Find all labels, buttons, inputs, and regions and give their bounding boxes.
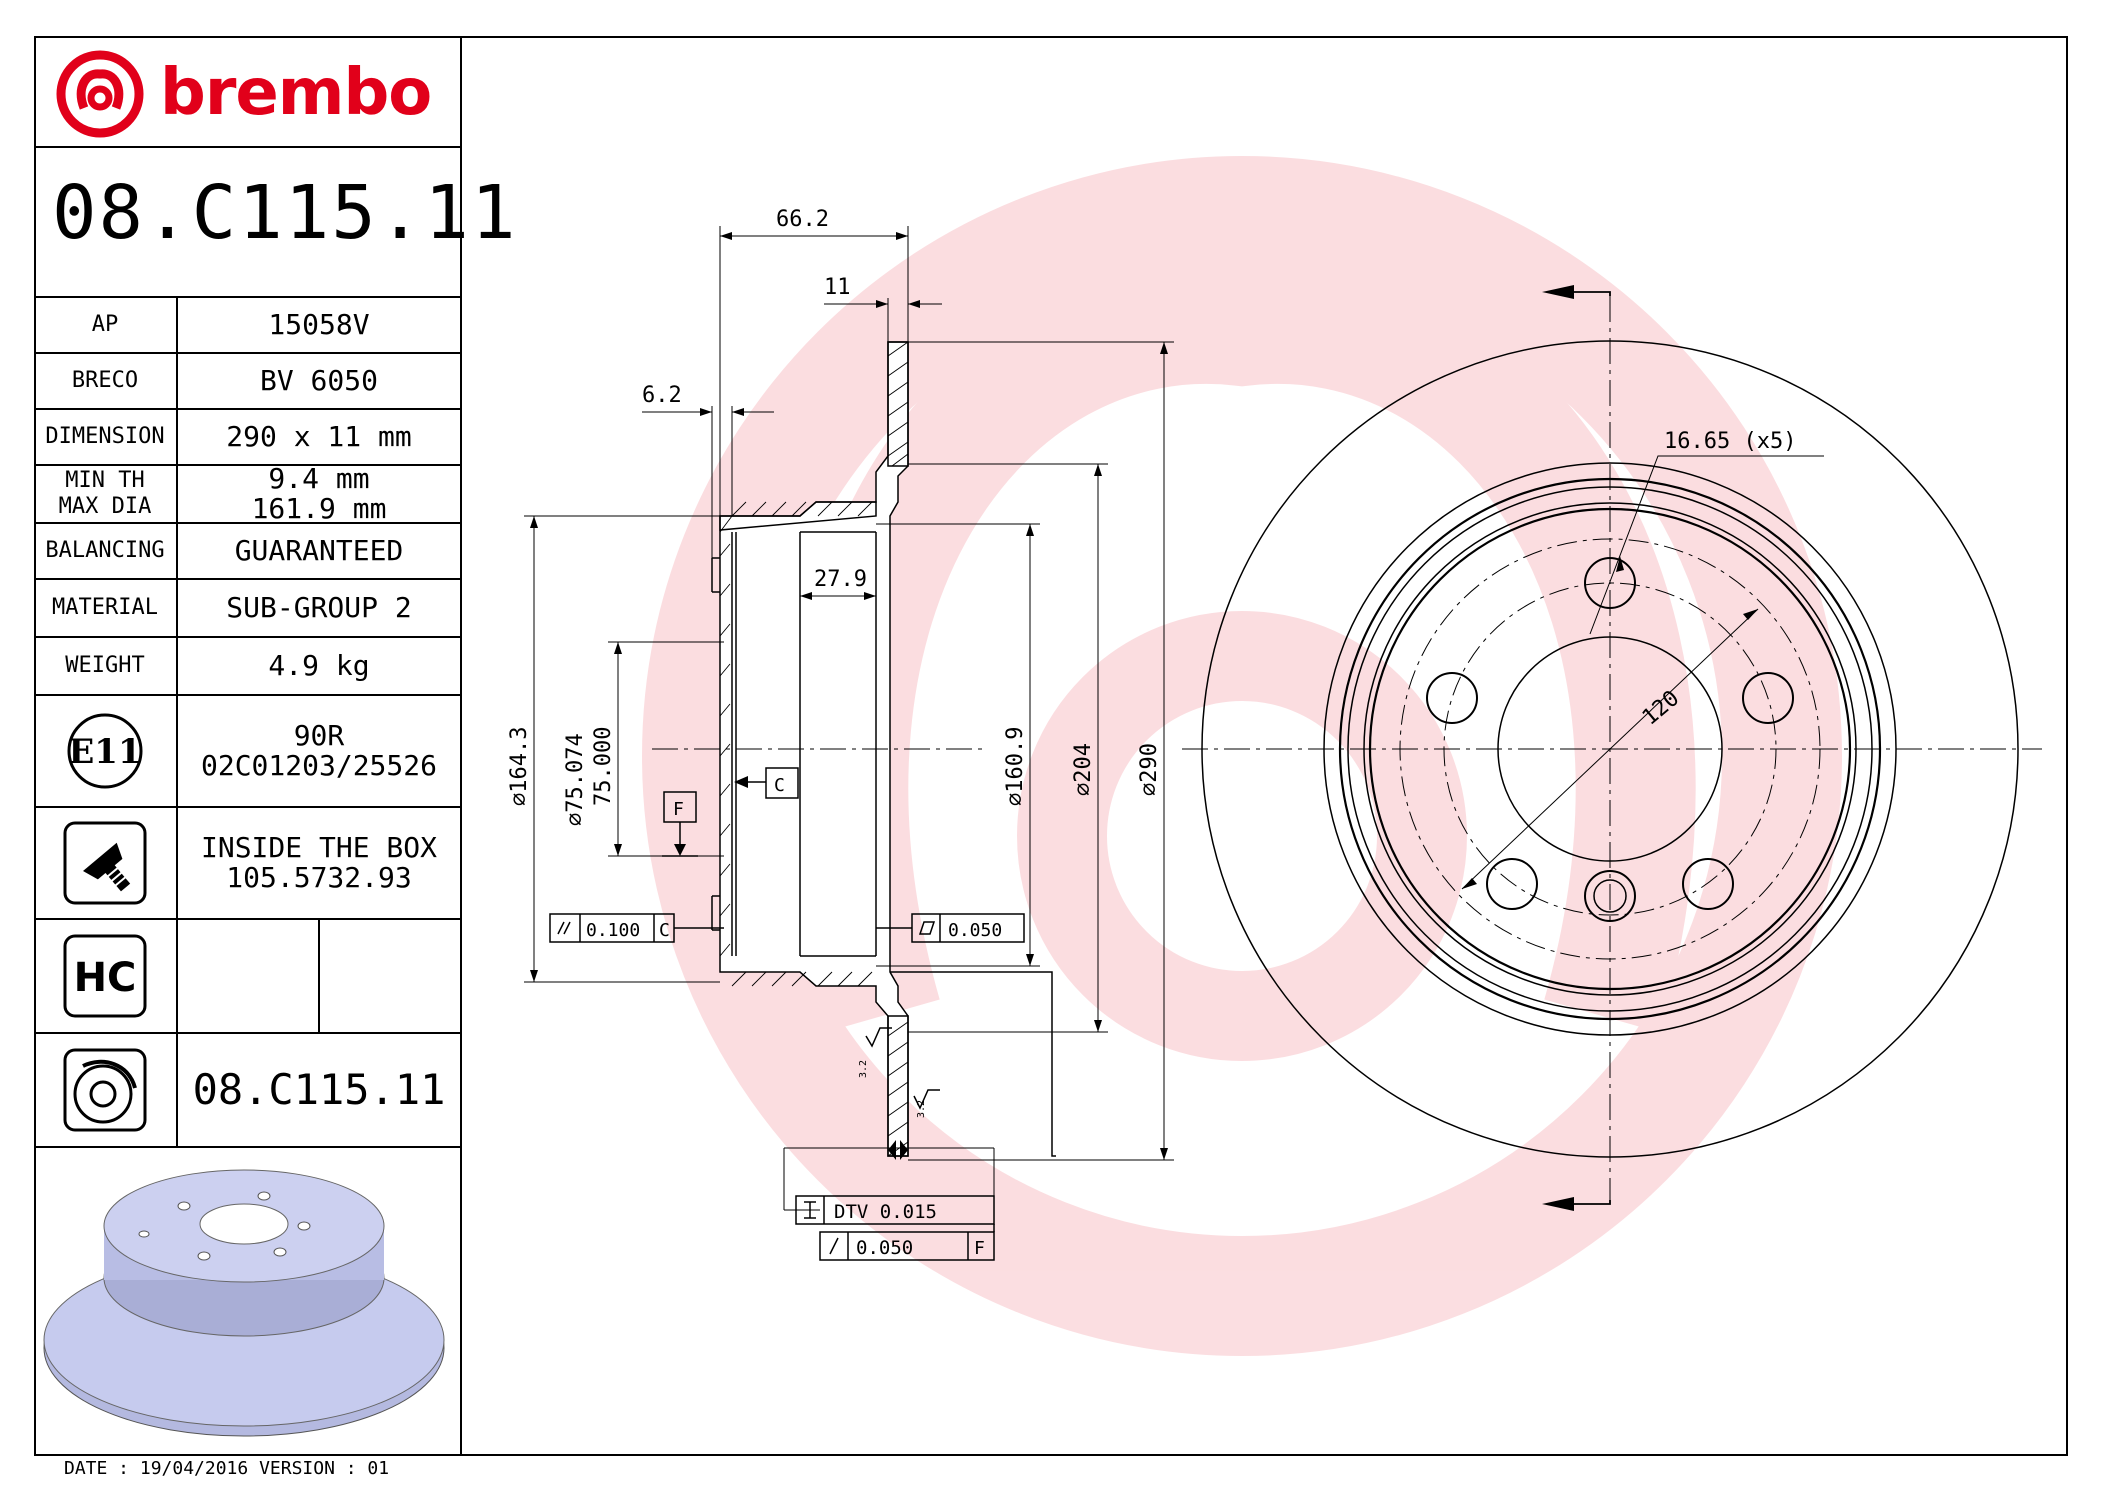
spec-value: SUB-GROUP 2 xyxy=(226,591,412,624)
dim-overall-height: 66.2 xyxy=(776,207,829,232)
screws-value: INSIDE THE BOX 105.5732.93 xyxy=(178,808,460,918)
flatness-value: 0.050 xyxy=(948,920,1002,941)
brand-wordmark: brembo xyxy=(160,56,432,130)
spec-value: 9.4 mm 161.9 mm xyxy=(178,462,460,525)
spec-row-breco: BRECO BV 6050 xyxy=(34,354,460,410)
homologation-line2: 02C01203/25526 xyxy=(200,749,437,782)
title-block: brembo 08.C115.11 AP 15058V BRECO BV 605… xyxy=(34,36,516,1456)
dim-dia-290: ⌀290 xyxy=(1137,743,1162,796)
brand-logo: brembo xyxy=(34,36,460,148)
disc-row: 08.C115.11 xyxy=(34,1034,460,1148)
dimension-lines xyxy=(524,226,1174,1244)
dim-flange: 6.2 xyxy=(642,383,682,408)
homologation-value: 90R 02C01203/25526 xyxy=(178,696,460,806)
spec-row-ap: AP 15058V xyxy=(34,298,460,354)
roughness-1: 3.2 xyxy=(858,1060,869,1078)
parallelism-datum: C xyxy=(659,920,670,941)
disc-part-number: 08.C115.11 xyxy=(192,1065,446,1114)
spec-key-max-dia: MAX DIA xyxy=(58,494,152,519)
dim-dia-160: ⌀160.9 xyxy=(1003,727,1028,806)
runout-value: 0.050 xyxy=(856,1237,913,1259)
spec-value-min-th: 9.4 mm xyxy=(268,462,370,495)
screw-icon xyxy=(34,808,178,918)
spec-value: 15058V xyxy=(268,308,370,341)
front-view xyxy=(1182,291,2042,1205)
spec-value: BV 6050 xyxy=(259,364,378,397)
spec-value-max-dia: 161.9 mm xyxy=(251,492,387,525)
e11-icon: E11 xyxy=(34,696,178,806)
hc-icon: HC xyxy=(34,920,178,1032)
homologation-row: E11 90R 02C01203/25526 xyxy=(34,696,460,808)
spec-row-material: MATERIAL SUB-GROUP 2 xyxy=(34,580,460,638)
spec-key: WEIGHT xyxy=(34,638,178,694)
spec-key: MIN TH MAX DIA xyxy=(34,466,178,522)
dim-dia-204: ⌀204 xyxy=(1071,743,1096,796)
homologation-line1: 90R xyxy=(293,719,345,752)
disc-render xyxy=(34,1148,460,1454)
screws-line2: 105.5732.93 xyxy=(226,861,412,894)
spec-value: 4.9 kg xyxy=(268,649,370,682)
runout-datum: F xyxy=(974,1238,985,1259)
dim-dia-164: ⌀164.3 xyxy=(507,727,532,806)
part-number: 08.C115.11 xyxy=(52,170,518,256)
spec-row-balancing: BALANCING GUARANTEED xyxy=(34,524,460,580)
part-number-header: 08.C115.11 xyxy=(34,148,516,298)
brembo-logo-icon xyxy=(56,50,144,138)
hc-label: HC xyxy=(74,955,137,1001)
datum-c: C xyxy=(774,775,785,796)
dim-thickness: 11 xyxy=(824,275,851,300)
spec-key: AP xyxy=(34,298,178,352)
drawing-frame xyxy=(34,36,2068,1456)
dim-dia-75b: 75.000 xyxy=(591,727,616,806)
disc-icon xyxy=(34,1034,178,1146)
spec-key: BRECO xyxy=(34,354,178,408)
technical-drawing: 66.2 11 6.2 27.9 ⌀164.3 ⌀75.074 75.000 ⌀… xyxy=(507,156,2042,1356)
spec-key-min-th: MIN TH xyxy=(65,468,145,493)
screws-row: INSIDE THE BOX 105.5732.93 xyxy=(34,808,460,920)
spec-row-weight: WEIGHT 4.9 kg xyxy=(34,638,460,696)
roughness-2: 3.2 xyxy=(916,1100,927,1118)
spec-value: GUARANTEED xyxy=(234,534,404,567)
spec-key: MATERIAL xyxy=(34,580,178,636)
date-version: DATE : 19/04/2016 VERSION : 01 xyxy=(64,1458,390,1479)
dtv-value: DTV 0.015 xyxy=(834,1201,937,1223)
e11-label: E11 xyxy=(68,732,141,772)
dim-inner-depth: 27.9 xyxy=(814,567,867,592)
hc-row: HC xyxy=(34,920,460,1034)
parallelism-value: 0.100 xyxy=(586,920,640,941)
screws-line1: INSIDE THE BOX xyxy=(200,831,437,864)
dim-bolt-holes: 16.65 (x5) xyxy=(1664,429,1796,454)
spec-row-min-th-max-dia: MIN TH MAX DIA 9.4 mm 161.9 mm xyxy=(34,462,460,525)
brake-disc-image xyxy=(43,1169,445,1437)
spec-row-dimension: DIMENSION 290 x 11 mm xyxy=(34,410,460,466)
spec-key: BALANCING xyxy=(34,524,178,578)
hc-divider xyxy=(318,920,320,1032)
section-hatch xyxy=(719,341,909,1157)
datum-f: F xyxy=(673,799,684,820)
spec-key: DIMENSION xyxy=(34,410,178,464)
spec-value: 290 x 11 mm xyxy=(226,420,412,453)
dim-dia-75a: ⌀75.074 xyxy=(563,733,588,826)
